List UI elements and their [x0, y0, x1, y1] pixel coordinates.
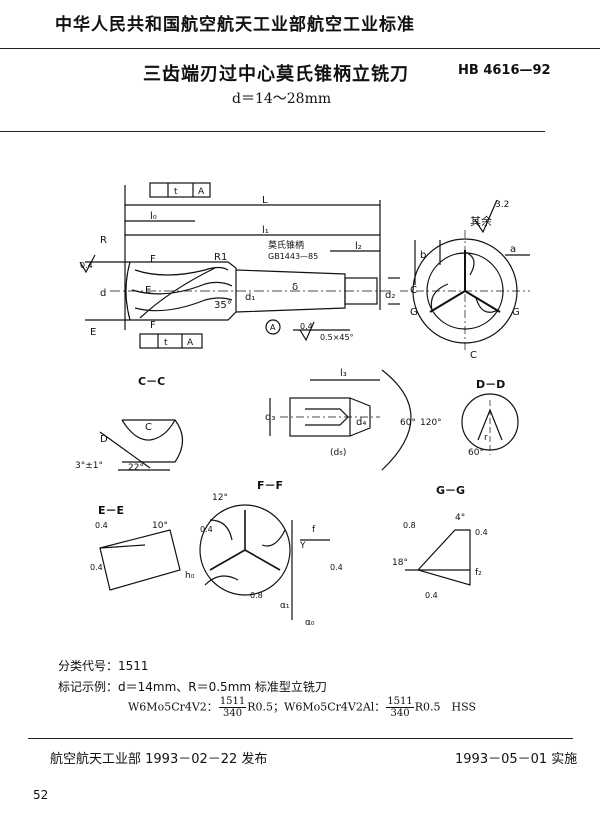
dim-l2: l₂ — [355, 241, 362, 252]
angle-12: 12° — [212, 493, 228, 503]
title-rule — [0, 131, 545, 132]
classification-code: 分类代号：1511 — [58, 659, 149, 673]
section-mark-G-left: G — [410, 307, 418, 318]
section-mark-G-right: G — [512, 307, 520, 318]
footer-rule — [28, 738, 573, 739]
dim-f2: f₂ — [475, 568, 482, 578]
dim-f: f — [312, 525, 316, 535]
angle-60-DD: 60° — [468, 448, 484, 458]
angle-3: 3°±1° — [75, 461, 103, 471]
surface-other-value: 3.2 — [495, 200, 509, 210]
chamfer-note: 0.5×45° — [320, 333, 354, 342]
mark-C-sec: C — [145, 422, 152, 433]
datum-A-top: A — [198, 187, 205, 197]
dim-b: b — [420, 250, 426, 261]
roughness-04-left: 0.4 — [80, 261, 93, 270]
section-mark-E: E — [145, 285, 151, 296]
material-1: W6Mo5Cr4V2： — [128, 700, 218, 714]
angle-60: 60° — [400, 418, 416, 428]
fraction-1-num: 1511 — [218, 696, 247, 708]
section-mark-F-top: F — [150, 254, 156, 265]
dim-d1: d₁ — [245, 292, 255, 303]
header-rule — [0, 48, 600, 49]
section-title-GG: G－G — [436, 484, 465, 497]
mark-Y: Y — [299, 541, 306, 551]
material-suffix-1: R0.5；W6Mo5Cr4V2Al： — [247, 700, 386, 714]
section-title-CC: C－C — [138, 375, 165, 388]
fraction-2-num: 1511 — [386, 696, 414, 708]
dim-l3: l₃ — [340, 368, 347, 379]
document-title: 三齿端刃过中心莫氏锥柄立铣刀 — [143, 64, 409, 85]
material-suffix-2: R0.5 HSS — [414, 700, 477, 714]
roughness-04-GG: 0.4 — [475, 528, 488, 537]
section-title-DD: D－D — [476, 378, 505, 391]
angle-18: 18° — [392, 558, 408, 568]
roughness-04-bottom: 0.4 — [300, 322, 313, 331]
taper-standard: GB1443—85 — [268, 252, 318, 261]
roughness-04-EE-1: 0.4 — [95, 521, 108, 530]
svg-text:t: t — [174, 187, 178, 197]
angle-delta: δ — [292, 282, 298, 293]
dim-l0: l₀ — [150, 211, 157, 222]
angle-10: 10° — [152, 521, 168, 531]
section-title-FF: F－F — [257, 479, 283, 492]
implemented-date: 1993－05－01 实施 — [455, 752, 578, 767]
published-date: 航空航天工业部 1993－02－22 发布 — [50, 752, 268, 767]
fraction-1-den: 340 — [222, 708, 243, 719]
angle-22: 22° — [128, 463, 144, 473]
angle-alpha0: α₀ — [305, 618, 315, 628]
dim-R: R — [100, 235, 107, 246]
roughness-04-GG-bottom: 0.4 — [425, 591, 438, 600]
angle-alpha1: α₁ — [280, 601, 290, 611]
mark-D: D — [100, 434, 108, 445]
marking-example: 标记示例：d＝14mm、R＝0.5mm 标准型立铣刀 — [58, 680, 327, 694]
radius-r: r — [484, 433, 488, 443]
angle-120: 120° — [420, 418, 442, 428]
section-mark-F-bottom: F — [150, 320, 156, 331]
dim-d3: d₃ — [265, 412, 275, 423]
angle-35: 35° — [214, 300, 232, 311]
dim-d: d — [100, 288, 106, 299]
roughness-08-FF: 0.8 — [250, 591, 263, 600]
page-number: 52 — [33, 788, 49, 802]
dim-L: L — [262, 195, 268, 206]
section-title-EE: E－E — [98, 504, 124, 517]
dim-d2: d₂ — [385, 290, 395, 301]
dim-R1: R1 — [214, 252, 227, 263]
roughness-04-EE-2: 0.4 — [90, 563, 103, 572]
roughness-08-GG: 0.8 — [403, 521, 416, 530]
surface-other-label: 其余 — [470, 214, 492, 228]
section-mark-C-left: C — [410, 285, 417, 296]
dim-d4: d₄ — [356, 417, 366, 428]
svg-text:A: A — [187, 338, 194, 348]
fraction-2-den: 340 — [390, 708, 410, 719]
roughness-04-FF-right: 0.4 — [330, 563, 343, 572]
taper-note: 莫氏锥柄 — [268, 239, 304, 251]
angle-4: 4° — [455, 513, 465, 523]
dim-h0: h₀ — [185, 571, 195, 581]
dim-a: a — [510, 244, 516, 255]
tolerance-frame-top — [149, 182, 211, 198]
svg-text:t: t — [164, 338, 168, 348]
organization-header: 中华人民共和国航空航天工业部航空工业标准 — [55, 15, 415, 35]
section-mark-E-bottom: E — [90, 327, 96, 338]
dim-l1: l₁ — [262, 225, 269, 236]
datum-A-circle: A — [270, 323, 276, 332]
section-mark-C-bottom: C — [470, 350, 477, 361]
dim-d5: (d₅) — [330, 448, 346, 458]
roughness-04-FF: 0.4 — [200, 525, 213, 534]
tolerance-frame-bottom — [139, 333, 203, 349]
diameter-range: d＝14～28mm — [232, 91, 332, 107]
standard-number: HB 4616—92 — [458, 63, 551, 78]
